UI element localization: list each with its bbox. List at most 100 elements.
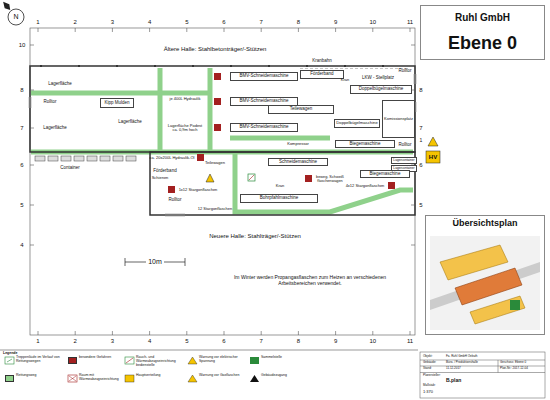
escape-route [31,91,212,96]
legend-icon [69,376,76,381]
crane-rail [300,68,410,69]
legend-text: Warnung vor Gasflaschen [199,374,247,378]
plan-label: Lagerfläche [43,126,67,131]
plan-label: Lagerfläche [48,82,72,87]
hall-wall [150,152,415,215]
grid-tick [112,331,113,335]
plan-label: Ältere Halle: Stahlbetonträger/-Stützen [164,46,267,53]
plan-label: Rolltor [398,69,411,74]
grid-number: 6 [222,19,225,26]
plan-label: Kompressor [287,142,309,146]
grid-number: 8 [297,19,300,26]
plan-label: 12 Stargonflaschen [198,207,232,211]
grid-number: 10 [369,19,376,26]
rolling-gate [414,74,417,84]
overview-map [470,296,525,324]
hazard-square [388,182,395,189]
grid-tick [410,331,411,335]
plan-label: Neuere Halle: Stahlträger/-Stützen [209,233,301,240]
hazard-square [214,73,221,80]
container-box: Lagercontainer [391,157,417,164]
legend-icon [250,375,259,382]
heading-text: Ruhl GmbH [455,12,510,23]
plan-label: Lagerfläche [118,120,142,125]
container [61,156,71,161]
grid-number: 3 [111,338,114,345]
escape-route [235,152,413,212]
plan-label: Förderband [153,169,176,174]
grid-tick [261,28,262,32]
rolling-gate [30,74,415,215]
grid-tick [75,28,76,32]
grid-tick [112,28,113,32]
grid-tick [38,331,39,335]
grid-tick [298,28,299,32]
grid-tick [411,205,415,206]
machine-box: Schneidemaschine [268,158,328,166]
machine-box: Doppelbügelmaschine [334,119,380,128]
grid-number: 2 [74,19,77,26]
plan-label: Kranbahn [312,59,332,64]
grid-number: 8 [419,87,422,94]
compass [1,0,13,12]
box-label: BMV-Schneidemaschine [239,99,288,104]
grid-number: 7 [419,125,422,132]
grid-tick [335,331,336,335]
hall-column [116,65,118,67]
legend-text: Hauptverteilung [136,374,184,378]
grid-tick [224,331,225,335]
scale-bar [125,258,126,266]
legend-text: Treppenläufe im Verlauf von Rettungswege… [16,356,64,364]
grid-number: 1 [36,19,39,26]
area-box: Komissionsplatz [382,100,415,138]
box-label: Biegemaschine [350,142,381,147]
grid-number: 4 [20,242,23,249]
machine-box: Biegemaschine [360,170,410,178]
overview-map [510,300,520,310]
grid-tick [30,90,34,91]
gas-warning [206,174,214,182]
rolling-gate [29,97,32,108]
smoke-vent [248,174,255,181]
gas-warning [428,137,438,146]
grid-number: 6 [419,162,422,169]
grid-number: 3 [111,19,114,26]
box-label: Teilewagen [290,107,313,112]
legend-icon [125,357,134,364]
legend-text: Sammelstelle [261,356,309,360]
hall-column [268,65,270,67]
grid-tick [372,331,373,335]
machine-box: Bohrpfahlmaschine [240,194,318,203]
grid-number: 11 [407,338,413,345]
grid-number: 7 [20,125,23,132]
grid-number: N [13,13,18,21]
grid-tick [186,28,187,32]
grid-number: 5 [419,202,422,209]
grid-number: 5 [20,202,23,209]
title-block-text: Planersteller: [423,374,441,377]
smoke-vent [249,175,254,180]
legend-text: Rettungsweg [16,374,64,378]
grid-tick [149,28,150,32]
grid-tick [298,331,299,335]
grid-number: 10 [19,42,26,49]
plan-label: Kran [276,184,284,188]
box-label: BMV-Schneidemaschine [239,74,288,79]
legend-icon [5,357,14,364]
title-block-text: Geschoss: Ebene 0 [500,361,526,364]
title-block [498,360,499,373]
title-block [420,366,545,367]
plan-label: Im Winter werden Propangasflaschen zum H… [218,275,403,286]
grid-number: 6 [222,338,225,345]
box-label: Biegemaschine [370,172,401,177]
main-distribution [426,151,440,163]
hall-wall [30,66,415,152]
box-label: Kipp Mulden [104,101,129,106]
container [87,156,97,161]
overview-panel: Übersichtsplan [425,215,545,335]
grid-number: 10 [369,338,376,345]
grid-number: 9 [334,19,337,26]
grid-tick [261,331,262,335]
box-label: Doppelbügelmaschine [336,121,377,126]
title-block [420,352,545,398]
